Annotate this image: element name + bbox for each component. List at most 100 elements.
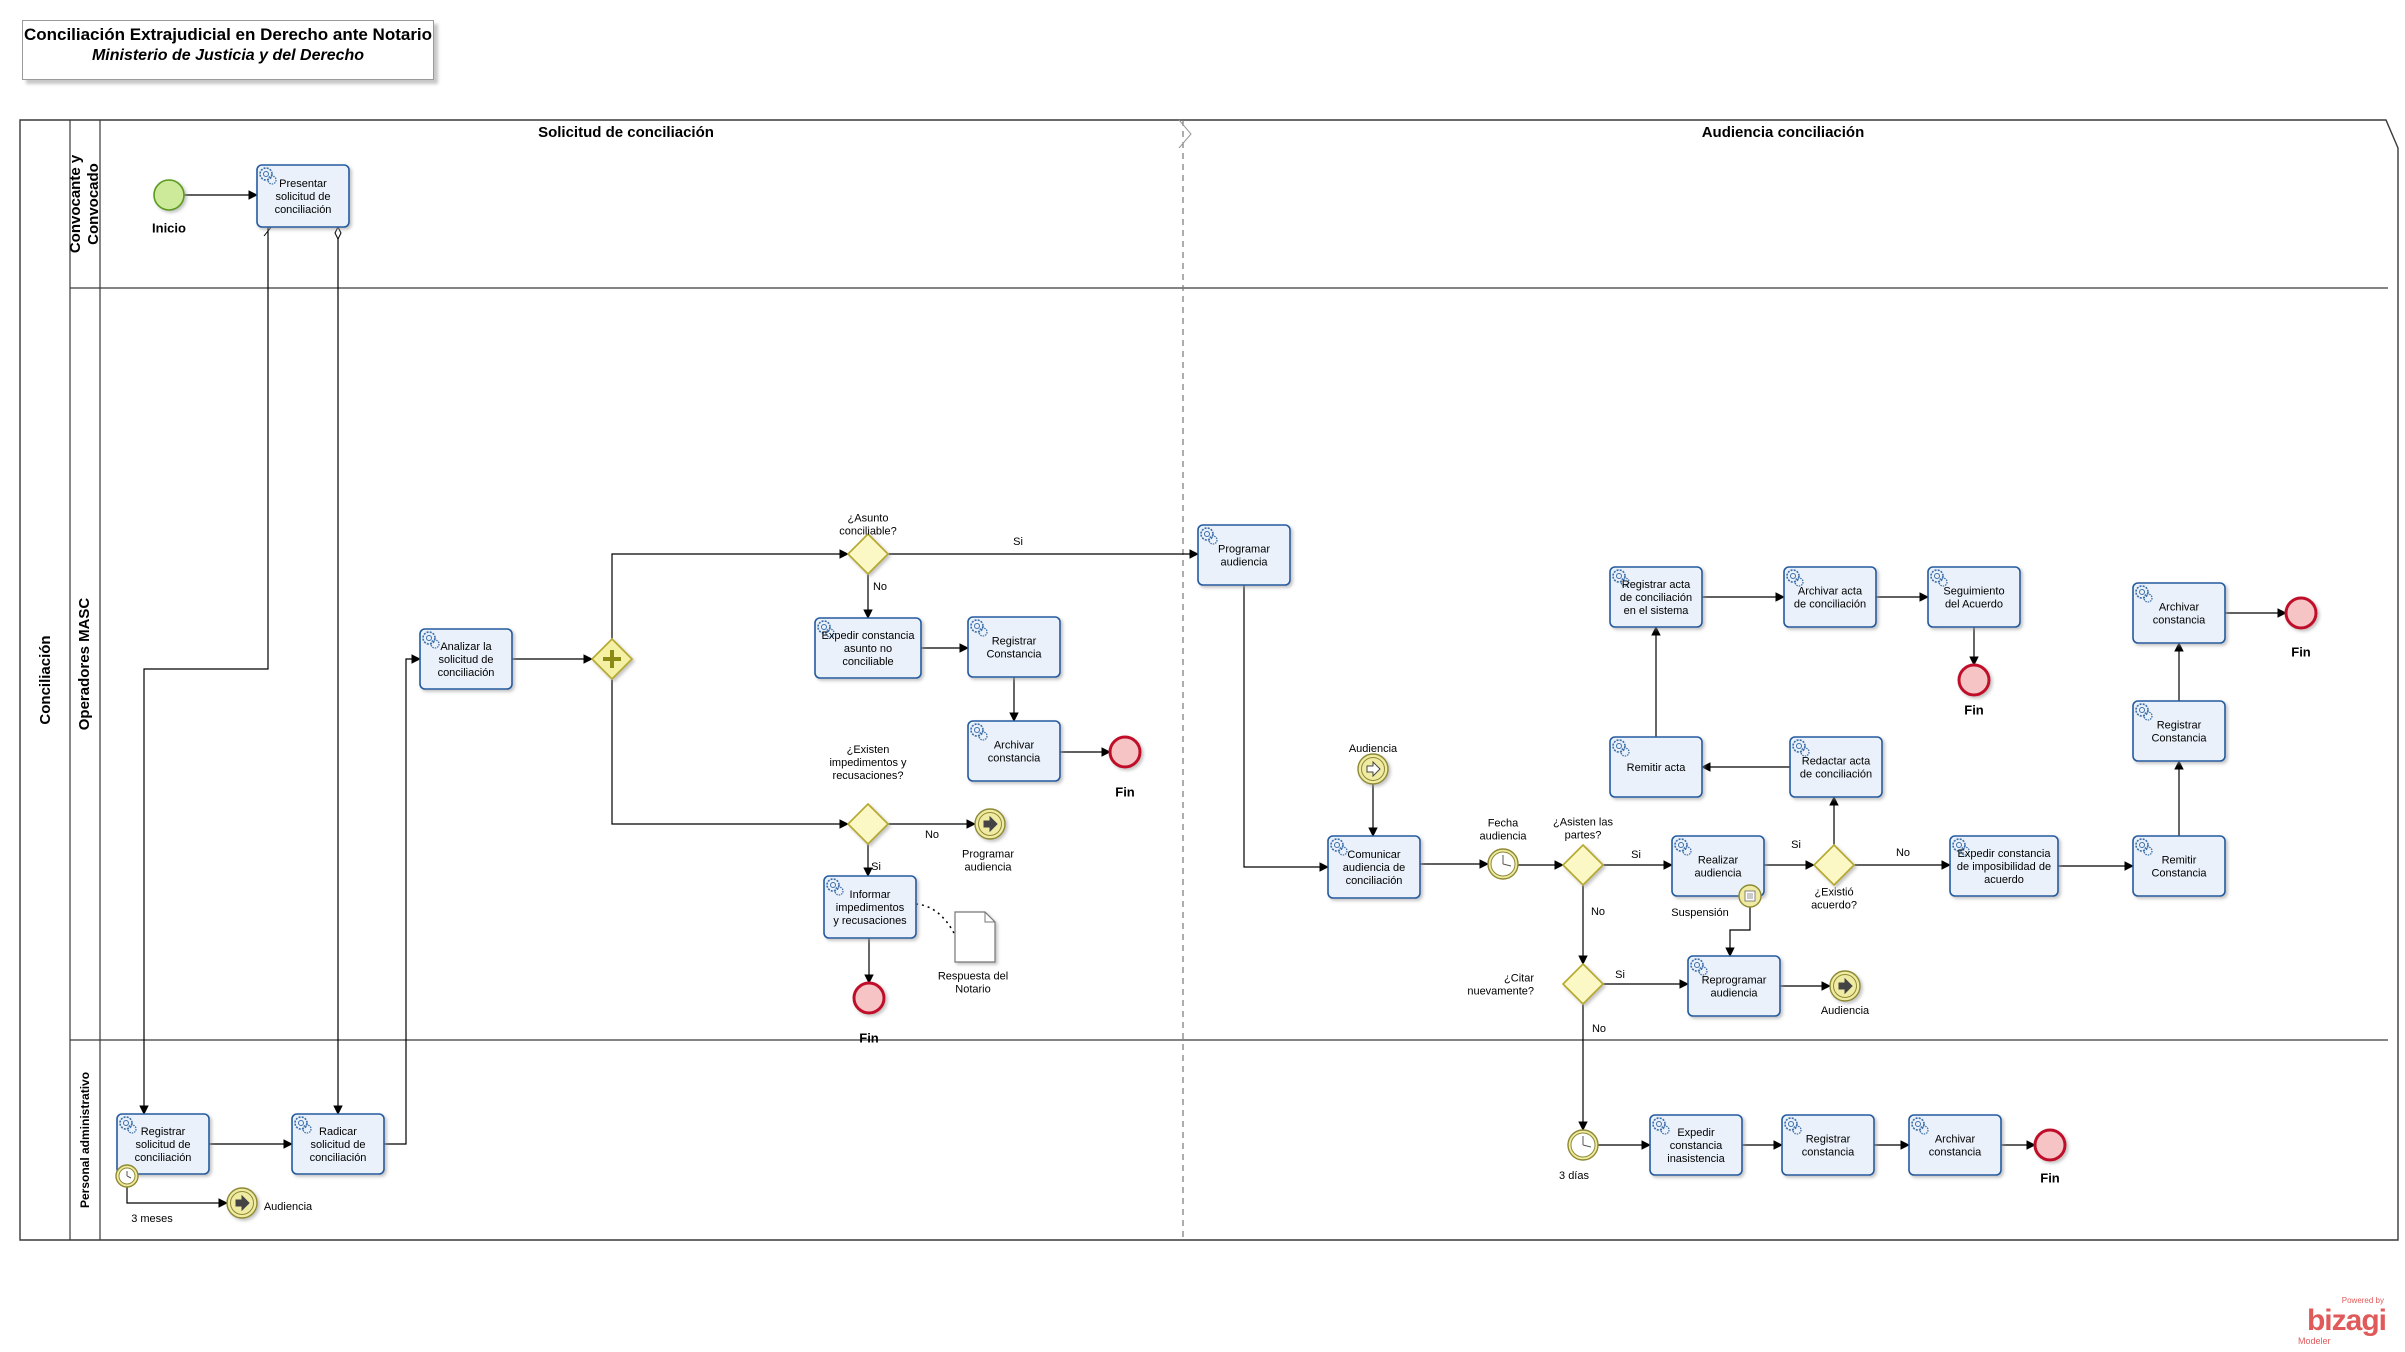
task-box[interactable] [1649, 1114, 1743, 1176]
sequence-flow[interactable] [1243, 585, 1329, 872]
node-label-line: audiencia [1710, 987, 1758, 999]
node-remitir_acta[interactable]: Remitir acta [1609, 736, 1703, 798]
sequence-flow[interactable] [611, 679, 849, 829]
task-box[interactable] [1781, 1114, 1875, 1176]
end-event[interactable] [1108, 735, 1142, 769]
node-link_aud2[interactable]: Audiencia [1821, 970, 1870, 1017]
node-end5[interactable]: Fin [2033, 1128, 2067, 1186]
node-end4[interactable]: Fin [2284, 596, 2318, 660]
task-box[interactable] [1671, 835, 1765, 897]
gear-icon [970, 723, 988, 741]
task-box[interactable] [1927, 566, 2021, 628]
node-susp_event[interactable]: Suspensión [1671, 884, 1762, 919]
document-icon[interactable] [954, 911, 996, 963]
end-event[interactable] [852, 981, 886, 1015]
task-box[interactable] [1609, 736, 1703, 798]
node-label-line: Archivar acta [1798, 585, 1863, 597]
clock-icon [1502, 855, 1512, 867]
end-event[interactable] [2033, 1128, 2067, 1162]
exclusive-gateway[interactable] [1561, 843, 1605, 887]
gear-icon [1674, 838, 1692, 856]
node-link_aud1[interactable]: Audiencia [226, 1187, 313, 1219]
exclusive-gateway[interactable] [846, 532, 890, 576]
exclusive-gateway[interactable] [846, 802, 890, 846]
node-start[interactable]: Inicio [152, 179, 186, 236]
task-box[interactable] [291, 1113, 385, 1175]
node-end1[interactable]: Fin [1108, 735, 1142, 800]
node-timer_3m[interactable]: 3 meses [115, 1164, 173, 1225]
task-box[interactable] [1949, 835, 2059, 897]
task-box[interactable] [1609, 566, 1703, 628]
task-box[interactable] [967, 720, 1061, 782]
task-box[interactable] [1783, 566, 1877, 628]
task-box[interactable] [967, 616, 1061, 678]
task-box[interactable] [2132, 582, 2226, 644]
node-par_gw[interactable] [590, 637, 634, 681]
sequence-flow[interactable] [1725, 907, 1751, 957]
end-event[interactable] [1957, 663, 1991, 697]
node-label-line: 3 meses [131, 1213, 173, 1225]
task-box[interactable] [1197, 524, 1291, 586]
node-end3[interactable]: Fin [1957, 663, 1991, 718]
gear-icon [1330, 838, 1348, 856]
task-box[interactable] [1327, 835, 1421, 899]
sequence-flow[interactable] [611, 549, 849, 639]
exclusive-gateway[interactable] [1561, 962, 1605, 1006]
task-box[interactable] [419, 628, 513, 690]
task-box[interactable] [256, 164, 350, 228]
gear-icon [1952, 838, 1970, 856]
node-label-line: Registrar [1806, 1133, 1851, 1145]
task-box[interactable] [2132, 835, 2226, 897]
sequence-flow[interactable] [384, 654, 421, 1145]
exclusive-gateway[interactable] [1812, 843, 1856, 887]
end-event[interactable] [2284, 596, 2318, 630]
node-end2[interactable]: Fin [852, 981, 886, 1046]
task-box[interactable] [1789, 736, 1883, 798]
sequence-flow[interactable] [139, 227, 269, 1115]
node-label-line: ¿Asisten las [1553, 816, 1613, 828]
task-box[interactable] [1687, 955, 1781, 1017]
task-box[interactable] [814, 617, 922, 679]
start-event[interactable] [153, 179, 185, 211]
task-box[interactable] [823, 875, 917, 939]
task-box[interactable] [2132, 700, 2226, 762]
task-box[interactable] [1908, 1114, 2002, 1176]
sequence-flow[interactable] [126, 1187, 228, 1208]
node-timer_3d[interactable]: 3 días [1559, 1129, 1599, 1182]
node-label-line: conciliación [438, 667, 495, 679]
node-label-line: Expedir [1677, 1127, 1715, 1139]
node-link_aud_in[interactable]: Audiencia [1349, 743, 1398, 785]
task-box[interactable] [116, 1113, 210, 1175]
